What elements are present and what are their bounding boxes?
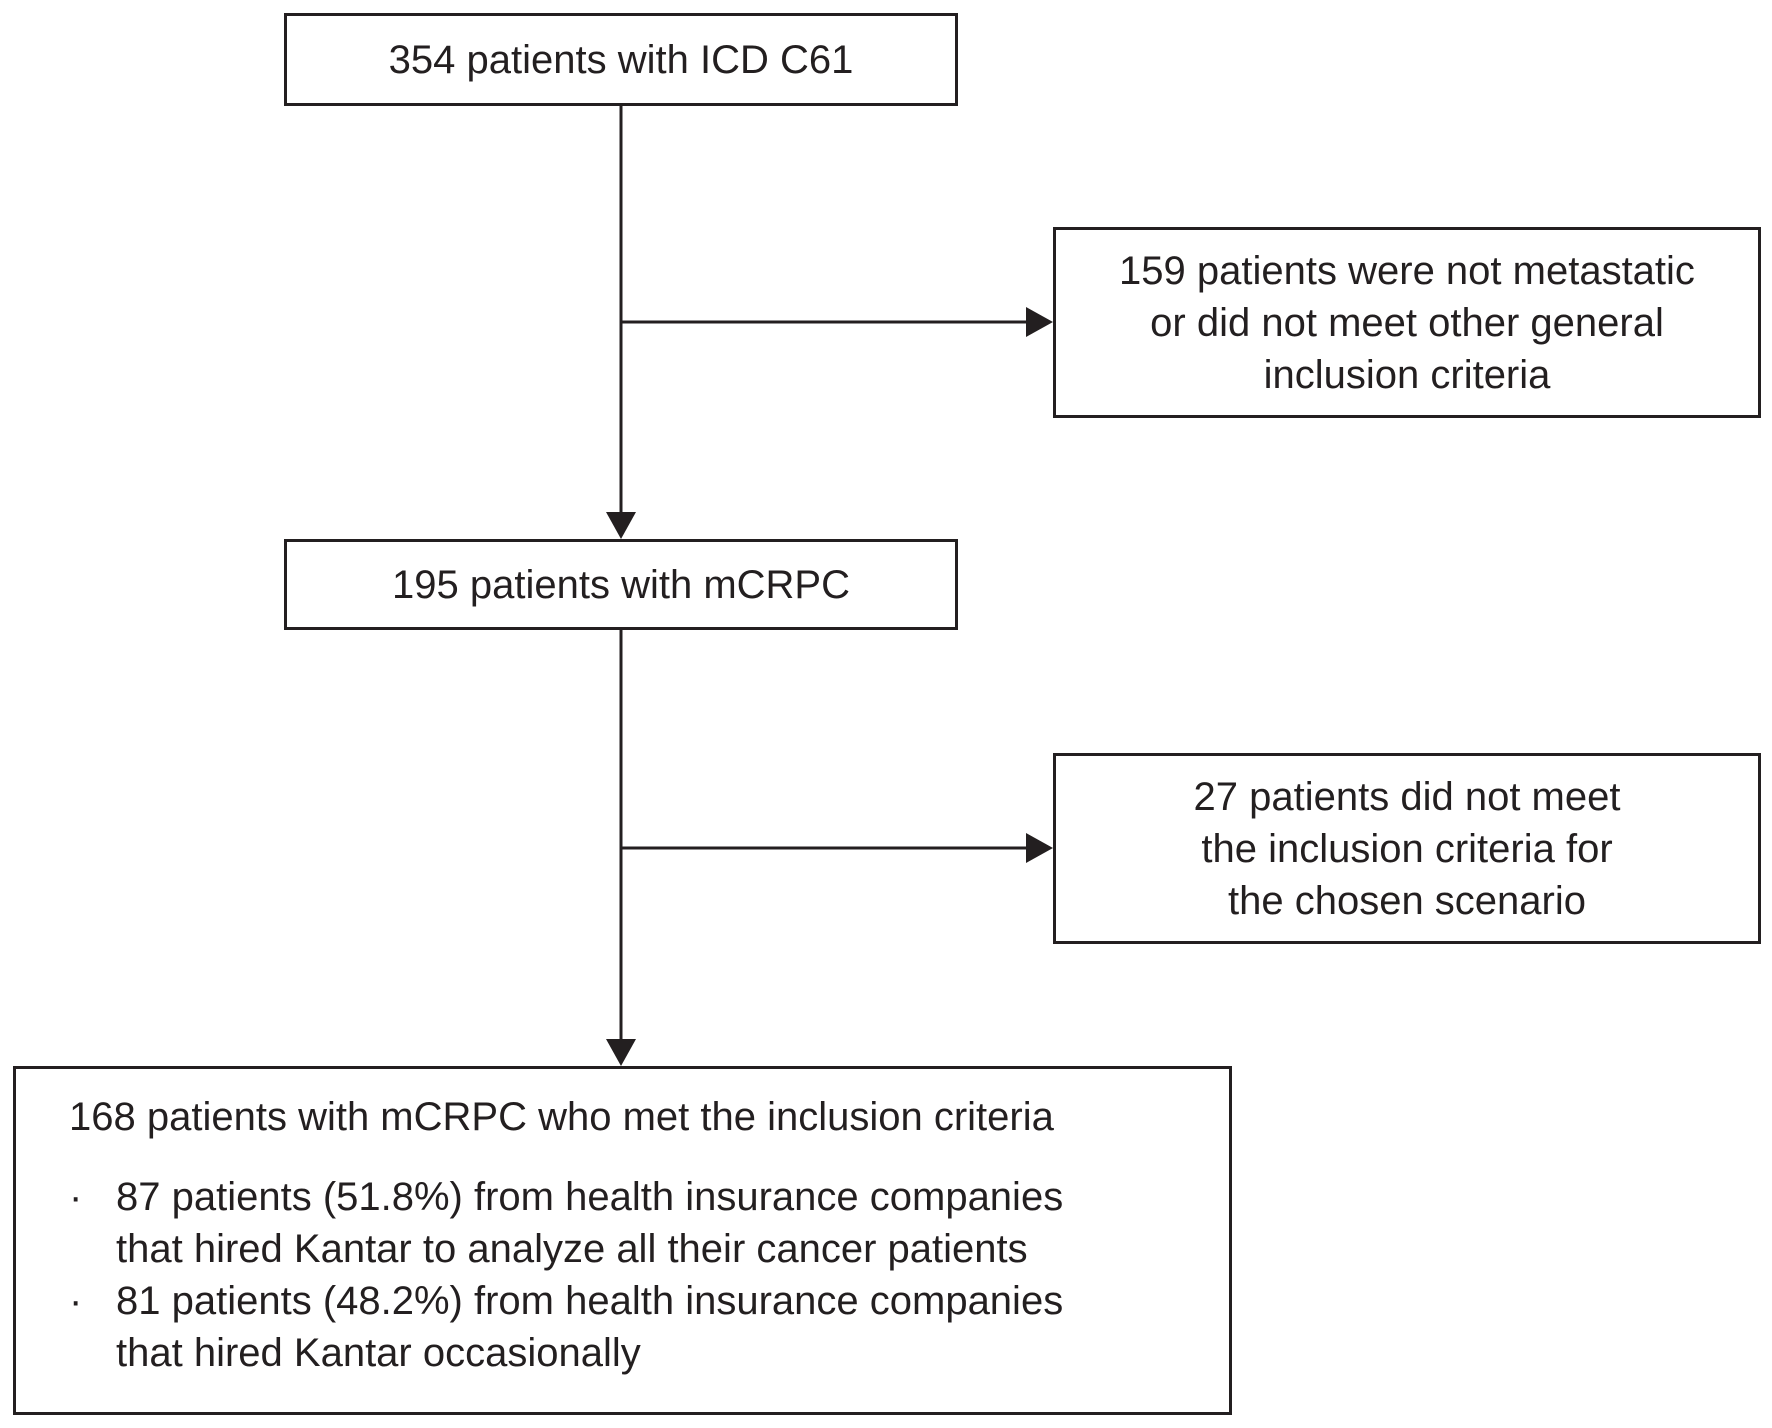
- mcrpc-population-label: 195 patients with mCRPC: [392, 562, 850, 607]
- bullet-text: 81 patients (48.2%) from health insuranc…: [116, 1275, 1063, 1379]
- final-cohort-box: 168 patients with mCRPC who met the incl…: [13, 1066, 1232, 1415]
- final-cohort-title: 168 patients with mCRPC who met the incl…: [69, 1095, 1054, 1139]
- arrowhead-down-1: [606, 512, 636, 539]
- exclusion-box-scenario: 27 patients did not meet the inclusion c…: [1053, 753, 1761, 944]
- bullet-line: that hired Kantar occasionally: [116, 1331, 641, 1375]
- exclusion-scenario-line: the inclusion criteria for: [1201, 826, 1613, 871]
- bullet-dot: ·: [69, 1175, 83, 1219]
- arrowhead-down-2: [606, 1039, 636, 1066]
- exclusion-general-line: 159 patients were not metastatic: [1119, 248, 1695, 293]
- exclusion-scenario-line: the chosen scenario: [1227, 878, 1586, 923]
- bullet-line: 81 patients (48.2%) from health insuranc…: [116, 1279, 1064, 1323]
- exclusion-scenario-line: 27 patients did not meet: [1193, 774, 1621, 819]
- bullet-text: 87 patients (51.8%) from health insuranc…: [116, 1171, 1063, 1275]
- bullet-line: that hired Kantar to analyze all their c…: [116, 1227, 1028, 1271]
- bullet-line: 87 patients (51.8%) from health insuranc…: [116, 1175, 1064, 1219]
- final-cohort-bullet: · 81 patients (48.2%) from health insura…: [69, 1275, 1189, 1379]
- mcrpc-population-box: 195 patients with mCRPC: [284, 539, 958, 630]
- final-cohort-bullet: · 87 patients (51.8%) from health insura…: [69, 1171, 1189, 1275]
- bullet-dot: ·: [69, 1279, 83, 1323]
- exclusion-general-line: inclusion criteria: [1263, 352, 1551, 397]
- exclusion-general-line: or did not meet other general: [1150, 300, 1664, 345]
- start-population-box: 354 patients with ICD C61: [284, 13, 958, 106]
- start-population-label: 354 patients with ICD C61: [388, 37, 854, 82]
- arrowhead-right-1: [1026, 307, 1053, 337]
- arrowhead-right-2: [1026, 833, 1053, 863]
- exclusion-box-general: 159 patients were not metastatic or did …: [1053, 227, 1761, 418]
